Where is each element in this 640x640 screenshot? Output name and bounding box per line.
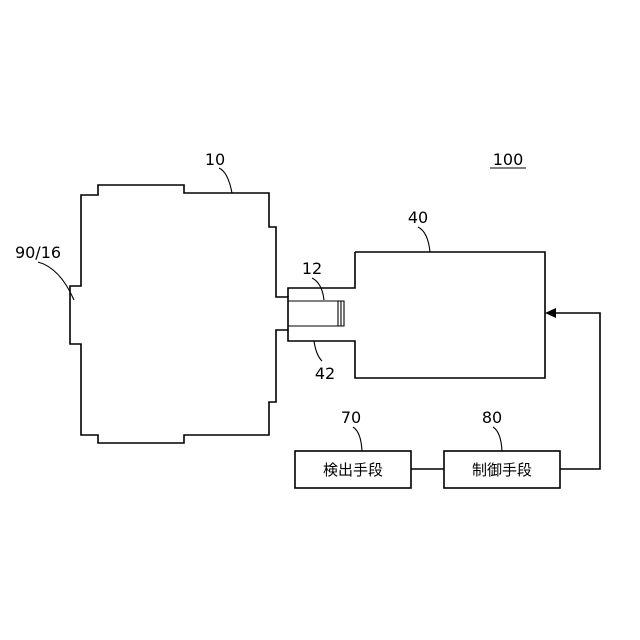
- unit-40: [288, 252, 545, 378]
- leader-40: [418, 227, 430, 252]
- label-40: 40: [408, 208, 428, 227]
- label-42: 42: [315, 364, 335, 383]
- label-70: 70: [341, 408, 361, 427]
- label-90-16: 90/16: [15, 243, 61, 262]
- insertion-portion-12: [288, 301, 344, 326]
- detection-means-label: 検出手段: [323, 461, 383, 479]
- leader-80: [493, 427, 502, 451]
- reference-number-100: 100: [493, 150, 524, 169]
- leader-10: [219, 168, 232, 193]
- leader-42: [314, 341, 322, 361]
- label-80: 80: [482, 408, 502, 427]
- leader-90-16: [38, 262, 74, 300]
- control-means-label: 制御手段: [472, 461, 532, 479]
- leader-12: [312, 278, 324, 300]
- main-body-10: [70, 185, 288, 443]
- arrow-head-icon: [545, 308, 556, 318]
- feedback-line: [555, 313, 600, 469]
- leader-70: [353, 427, 362, 451]
- label-12: 12: [302, 259, 322, 278]
- label-10: 10: [205, 150, 225, 169]
